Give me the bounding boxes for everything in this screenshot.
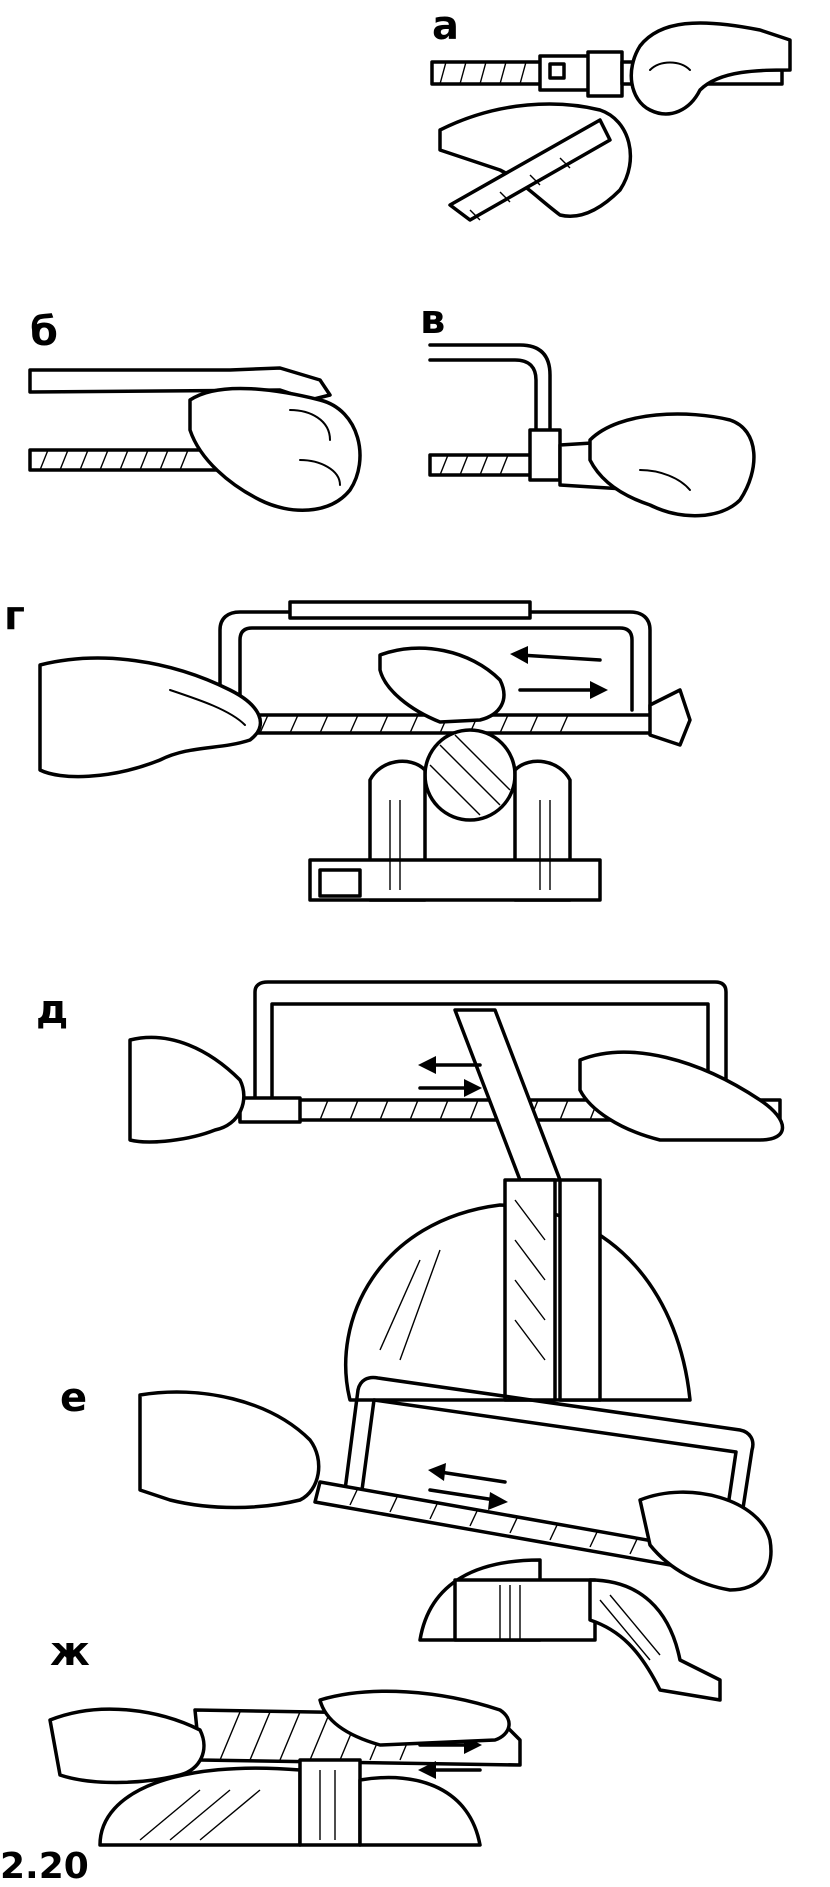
- panel-label-a: а: [432, 3, 459, 49]
- panel-label-b: б: [30, 309, 58, 355]
- panel-e-drawing: [138, 1375, 773, 1702]
- panel-b-drawing: [28, 366, 362, 512]
- panel-g-drawing: [38, 600, 692, 902]
- panel-a-drawing: [430, 21, 792, 222]
- panel-label-d: д: [36, 987, 69, 1033]
- panel-label-e: е: [60, 1375, 88, 1421]
- panel-v-drawing: [428, 343, 756, 518]
- panel-zh-drawing: [48, 1689, 522, 1847]
- panel-label-g: г: [4, 593, 25, 639]
- panel-label-zh: ж: [50, 1629, 90, 1675]
- panel-label-v: в: [420, 297, 446, 343]
- figure-caption-fragment: 2.20: [0, 1846, 89, 1887]
- panel-d-drawing: [128, 980, 785, 1402]
